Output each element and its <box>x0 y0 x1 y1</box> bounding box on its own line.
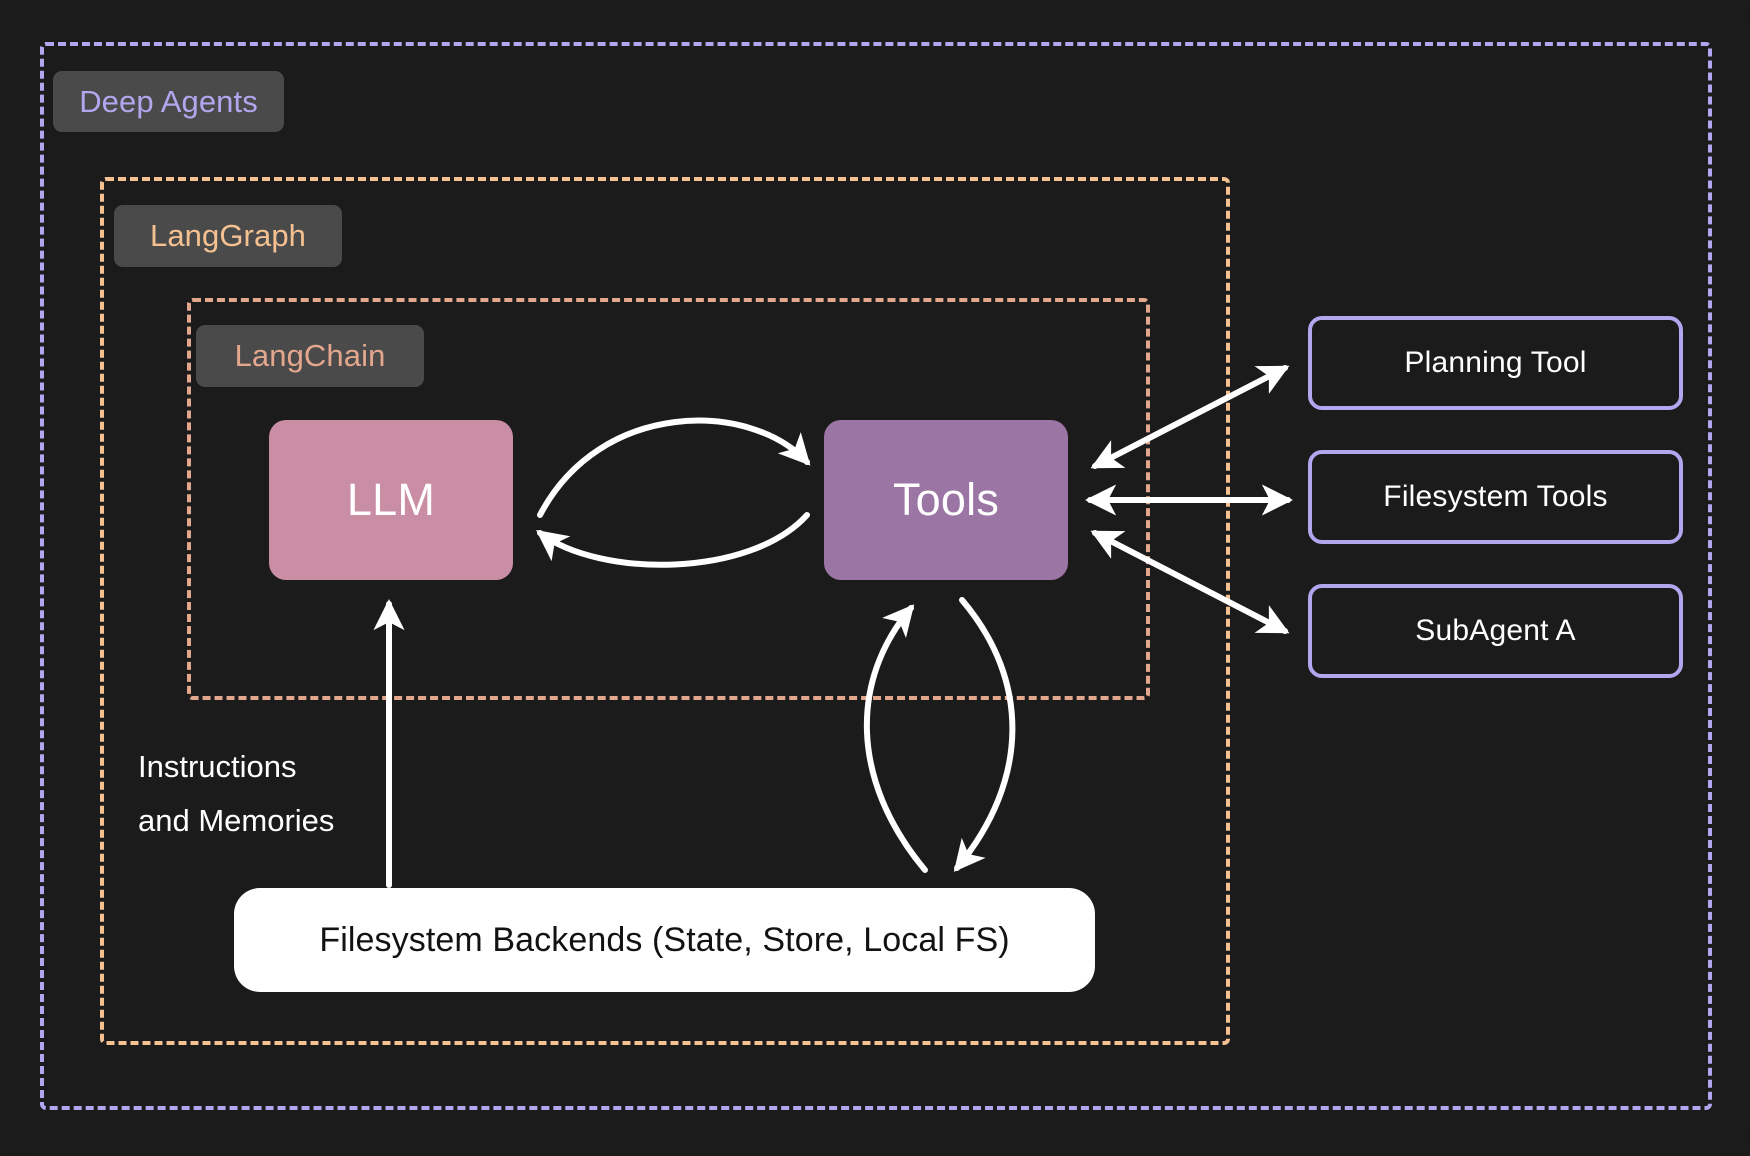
node-planning-tool[interactable]: Planning Tool <box>1308 316 1683 410</box>
node-llm[interactable]: LLM <box>269 420 513 580</box>
container-deep-agents <box>40 42 1712 1110</box>
annotation-instructions-and-memories: Instructions and Memories <box>138 749 335 838</box>
label-deep-agents: Deep Agents <box>53 71 284 132</box>
node-filesystem-backends[interactable]: Filesystem Backends (State, Store, Local… <box>234 888 1095 992</box>
label-langchain: LangChain <box>196 325 424 387</box>
label-langgraph: LangGraph <box>114 205 342 267</box>
node-subagent-a[interactable]: SubAgent A <box>1308 584 1683 678</box>
node-filesystem-tools[interactable]: Filesystem Tools <box>1308 450 1683 544</box>
node-tools[interactable]: Tools <box>824 420 1068 580</box>
